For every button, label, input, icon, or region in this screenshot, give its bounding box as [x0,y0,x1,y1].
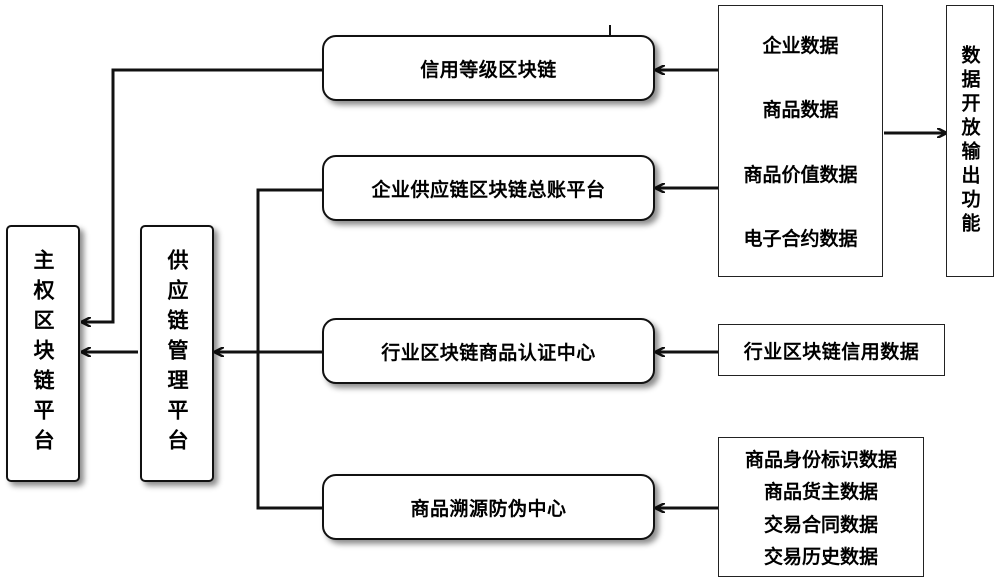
data-item: 企业数据 [762,34,839,57]
arrow-credit-to-main [82,68,322,322]
main-platform-box: 主权区块链平台 [6,225,80,482]
credit-chain-label: 信用等级区块链 [420,58,557,81]
supply-platform-label: 供应链管理平台 [165,248,189,459]
supply-platform-box: 供应链管理平台 [140,225,214,482]
data-item: 交易历史数据 [763,546,878,569]
industry-credit-data-label: 行业区块链信用数据 [743,340,920,363]
data-item: 商品数据 [762,99,839,122]
bus-line [256,188,322,510]
data-item: 商品身份标识数据 [744,448,897,471]
industry-cert-box: 行业区块链商品认证中心 [322,318,655,384]
data-group-3-box: 商品身份标识数据 商品货主数据 交易合同数据 交易历史数据 [718,437,924,577]
traceability-label: 商品溯源防伪中心 [410,497,567,520]
credit-chain-box: 信用等级区块链 [322,35,655,101]
industry-cert-label: 行业区块链商品认证中心 [381,341,596,364]
enterprise-ledger-label: 企业供应链区块链总账平台 [371,178,606,201]
open-output-label: 数据开放输出功能 [958,45,981,237]
data-group-1-box: 企业数据 商品数据 商品价值数据 电子合约数据 [718,5,883,277]
enterprise-ledger-box: 企业供应链区块链总账平台 [322,155,655,221]
data-item: 商品价值数据 [743,163,858,186]
data-item: 电子合约数据 [743,228,858,251]
industry-credit-data-box: 行业区块链信用数据 [718,324,945,376]
data-item: 商品货主数据 [763,481,878,504]
open-output-box: 数据开放输出功能 [946,5,994,277]
main-platform-label: 主权区块链平台 [31,248,55,459]
data-item: 交易合同数据 [763,513,878,536]
traceability-box: 商品溯源防伪中心 [322,474,655,540]
